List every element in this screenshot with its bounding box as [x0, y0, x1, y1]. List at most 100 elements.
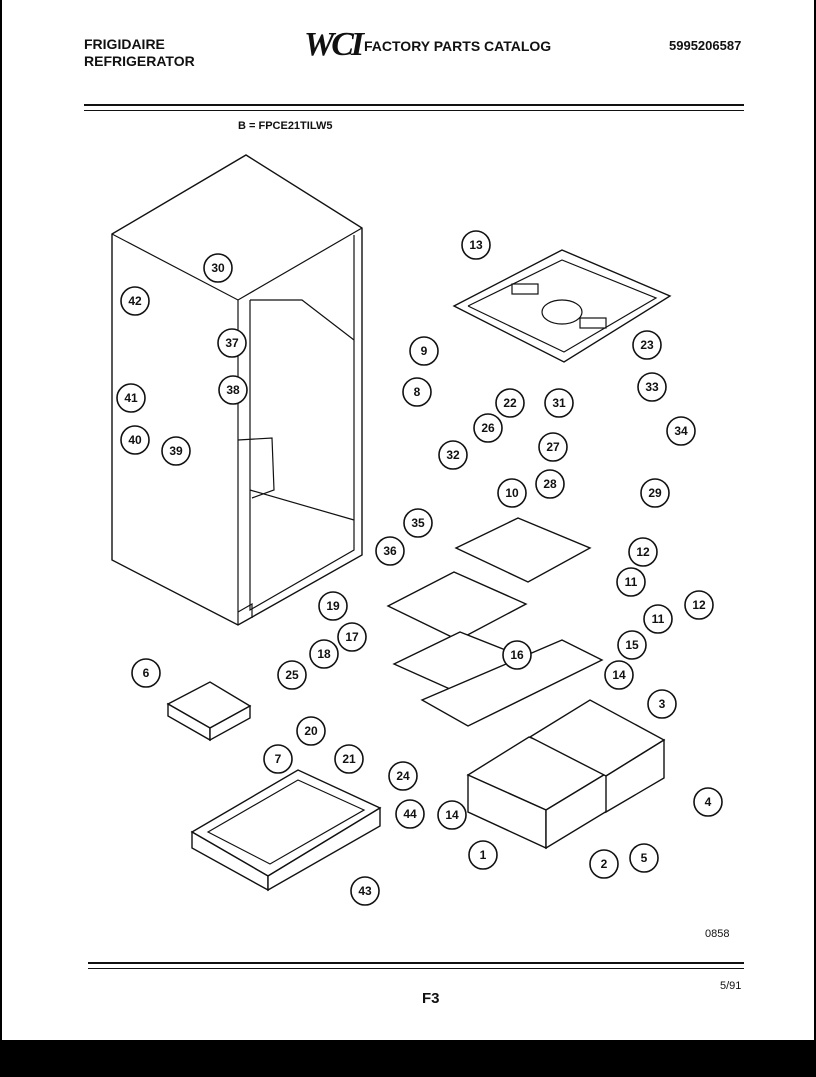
callout-label: 44	[403, 807, 417, 821]
drawing-code: 0858	[705, 928, 730, 940]
callout-14: 14	[604, 660, 634, 690]
glass-shelves-drawing	[386, 517, 604, 727]
callout-label: 20	[304, 724, 318, 738]
callout-label: 17	[345, 630, 359, 644]
callout-5: 5	[629, 843, 659, 873]
header-rule-top	[84, 104, 744, 106]
callout-14: 14	[437, 800, 467, 830]
callout-label: 8	[414, 385, 421, 399]
callout-label: 11	[625, 575, 638, 589]
callout-label: 32	[446, 448, 460, 462]
footer-rule-top	[88, 962, 744, 964]
callout-43: 43	[350, 876, 380, 906]
callout-36: 36	[375, 536, 405, 566]
model-line: B = FPCE21TILW5	[238, 120, 333, 132]
meat-pan-drawing	[190, 769, 382, 892]
part-number: 5995206587	[669, 38, 742, 53]
callout-27: 27	[538, 432, 568, 462]
callout-25: 25	[277, 660, 307, 690]
callout-label: 38	[226, 383, 240, 397]
callout-label: 26	[481, 421, 495, 435]
callout-label: 40	[128, 433, 142, 447]
callout-13: 13	[461, 230, 491, 260]
callout-label: 14	[612, 668, 626, 682]
callout-12: 12	[628, 537, 658, 567]
brand-line-2: REFRIGERATOR	[84, 53, 195, 69]
callout-24: 24	[388, 761, 418, 791]
callout-label: 3	[659, 697, 666, 711]
callout-label: 21	[342, 752, 356, 766]
callout-2: 2	[589, 849, 619, 879]
callout-20: 20	[296, 716, 326, 746]
callout-label: 27	[546, 440, 560, 454]
callout-label: 12	[692, 598, 706, 612]
callout-label: 23	[640, 338, 654, 352]
callout-39: 39	[161, 436, 191, 466]
callout-31: 31	[544, 388, 574, 418]
catalog-title: FACTORY PARTS CATALOG	[364, 38, 552, 54]
callout-29: 29	[640, 478, 670, 508]
callout-44: 44	[395, 799, 425, 829]
callout-8: 8	[402, 377, 432, 407]
catalog-sheet: FRIGIDAIRE REFRIGERATOR WCI FACTORY PART…	[2, 0, 814, 1040]
callout-19: 19	[318, 591, 348, 621]
callout-label: 15	[625, 638, 639, 652]
exploded-parts-diagram: 1234567891011111212131414151617181920212…	[111, 154, 723, 906]
callout-41: 41	[116, 383, 146, 413]
callout-label: 18	[317, 647, 331, 661]
callout-label: 43	[358, 884, 372, 898]
callout-label: 33	[645, 380, 659, 394]
callout-18: 18	[309, 639, 339, 669]
callout-12: 12	[684, 590, 714, 620]
callout-label: 25	[285, 668, 299, 682]
callout-label: 5	[641, 851, 648, 865]
callout-32: 32	[438, 440, 468, 470]
callout-label: 10	[505, 486, 519, 500]
callout-22: 22	[495, 388, 525, 418]
callout-40: 40	[120, 425, 150, 455]
callout-label: 13	[469, 238, 483, 252]
callout-label: 42	[128, 294, 142, 308]
callout-4: 4	[693, 787, 723, 817]
callout-label: 11	[652, 612, 665, 626]
callout-11: 11	[616, 567, 646, 597]
callout-26: 26	[473, 413, 503, 443]
callout-label: 36	[383, 544, 397, 558]
callout-label: 6	[143, 666, 150, 680]
callout-label: 7	[275, 752, 282, 766]
callout-10: 10	[497, 478, 527, 508]
crisper-drawers-drawing	[466, 699, 666, 850]
callout-17: 17	[337, 622, 367, 652]
callout-42: 42	[120, 286, 150, 316]
page-label: F3	[422, 990, 440, 1007]
callout-1: 1	[468, 840, 498, 870]
callout-label: 12	[636, 545, 650, 559]
callout-label: 29	[648, 486, 662, 500]
callout-11: 11	[643, 604, 673, 634]
callout-label: 31	[552, 396, 566, 410]
callout-label: 16	[510, 648, 524, 662]
small-drawer-drawing	[166, 681, 252, 742]
callout-label: 39	[169, 444, 183, 458]
callout-label: 22	[503, 396, 517, 410]
wci-logo: WCI	[304, 26, 364, 63]
callout-16: 16	[502, 640, 532, 670]
brand-line-1: FRIGIDAIRE	[84, 36, 165, 52]
callout-label: 35	[411, 516, 425, 530]
callout-23: 23	[632, 330, 662, 360]
callout-label: 41	[124, 391, 138, 405]
callout-9: 9	[409, 336, 439, 366]
callout-label: 9	[421, 344, 428, 358]
callout-34: 34	[666, 416, 696, 446]
callout-label: 28	[543, 477, 557, 491]
callout-28: 28	[535, 469, 565, 499]
callout-label: 30	[211, 261, 225, 275]
freezer-shelf-drawing	[452, 249, 672, 363]
callout-label: 4	[705, 795, 712, 809]
callout-label: 14	[445, 808, 459, 822]
callout-3: 3	[647, 689, 677, 719]
callout-35: 35	[403, 508, 433, 538]
callout-label: 19	[326, 599, 340, 613]
callout-37: 37	[217, 328, 247, 358]
callout-7: 7	[263, 744, 293, 774]
